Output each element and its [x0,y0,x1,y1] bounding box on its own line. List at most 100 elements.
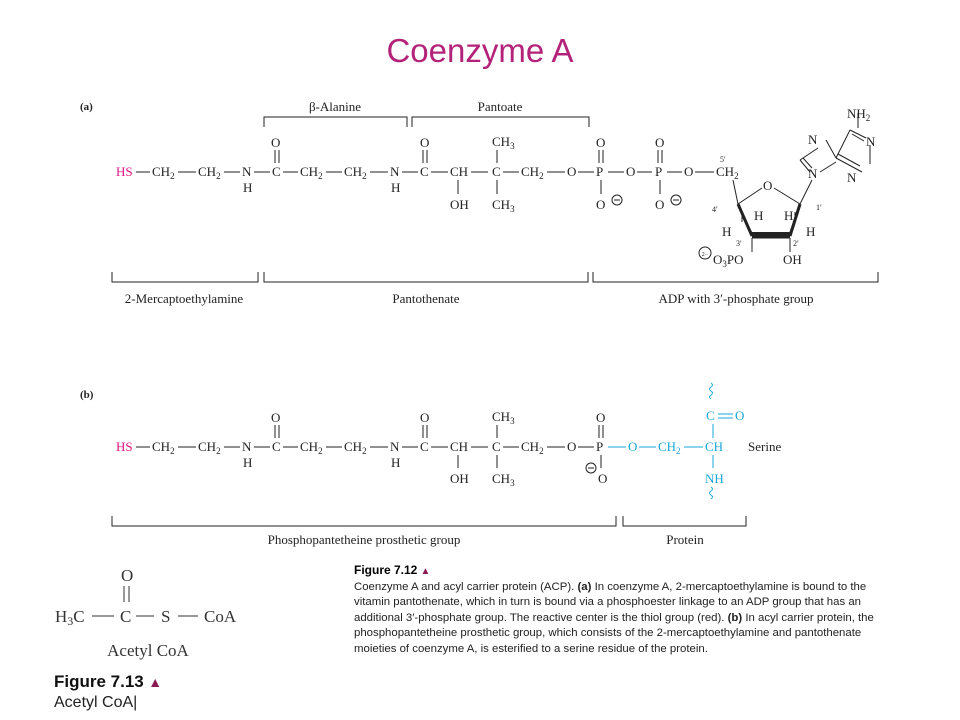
phosphate-o-bottom-b: O [598,471,607,486]
acetyl-carbonyl-c: C [120,607,131,626]
pos-5prime: 5′ [720,155,726,164]
ch2-3: CH2 [300,164,323,181]
phosphate-p-b: P [596,439,603,454]
panel-a: (a) β-Alanine Pantoate HS CH2 CH2 N H C … [80,99,879,306]
ester-o-b: O [567,439,576,454]
pos-1prime: 1′ [816,203,822,212]
carbonyl-o-1: O [271,135,280,150]
ch2-5: CH2 [521,164,544,181]
ester-o-1: O [567,164,576,179]
methyl-top: CH3 [492,134,515,151]
amide-h-b2: H [391,455,400,470]
ring-oxygen: O [763,178,772,193]
ring-h-2: H [784,208,793,223]
carbonyl-o-b2: O [420,410,429,425]
triangle-icon: ▲ [420,566,431,577]
panel-b-label: (b) [80,389,94,401]
triangle-icon: ▲ [148,674,163,690]
serine-nh: NH [705,471,724,486]
phosphate-p-1: P [596,164,603,179]
charge-2minus: 2− [702,252,709,258]
serine-label: Serine [748,439,781,454]
bracket-beta-alanine [263,116,408,127]
carbonyl-o-2: O [420,135,429,150]
hydroxyl-2prime: OH [783,252,802,267]
carbonyl-c-b1: C [272,439,281,454]
serine-residue: O CH2 CH C O NH [608,382,744,500]
adenine-n9: N [808,166,818,181]
segment-brackets-a [111,272,879,283]
methyl-bottom-b: CH3 [492,471,515,488]
bracket-label-pantoate: Pantoate [478,99,523,114]
bracket-pantoate [411,116,590,127]
ch2-5prime: CH2 [716,164,739,181]
acetyl-coa-name: Acetyl CoA [107,641,189,660]
phosphate-3prime: O3PO [713,252,744,269]
hydroxyl-oh: OH [450,197,469,212]
hydroxyl-oh-b: OH [450,471,469,486]
ch2-2: CH2 [198,164,221,181]
phosphate-o-bottom-1: O [596,197,605,212]
quaternary-c-b: C [492,439,501,454]
ch2-1: CH2 [152,164,175,181]
ring-h-4: H [722,224,731,239]
acetyl-o: O [121,566,133,585]
amide-n-1: N [242,164,252,179]
pos-2prime: 2′ [793,239,799,248]
bridge-o: O [626,164,635,179]
carbonyl-c-1: C [272,164,281,179]
carbonyl-c-2: C [420,164,429,179]
quaternary-c: C [492,164,501,179]
phosphate-o-top-2: O [655,135,664,150]
thiol-group: HS [116,164,133,179]
adenine-n1: N [866,134,876,149]
ring-h-3: H [754,208,763,223]
figure-7-12-caption: Figure 7.12 ▲ Coenzyme A and acyl carrie… [354,563,874,655]
amide-n-b2: N [390,439,400,454]
ch2-b5: CH2 [521,439,544,456]
acetyl-coa-structure: O H3C C S CoA Acetyl CoA [55,566,237,660]
bracket-label-beta-alanine: β-Alanine [309,99,361,114]
adenine-ring [799,113,871,173]
figure-7-13-label: Figure 7.13 [54,672,144,691]
acetyl-coa-group: CoA [204,607,237,626]
serine-carbonyl-o: O [735,408,744,423]
carbonyl-o-b1: O [271,410,280,425]
amide-h-1: H [243,180,252,195]
amide-n-b1: N [242,439,252,454]
acetyl-s: S [161,607,170,626]
segment-adp: ADP with 3′-phosphate group [658,291,813,306]
carbonyl-c-b2: C [420,439,429,454]
serine-alpha-ch: CH [705,439,723,454]
methyl-top-b: CH3 [492,409,515,426]
phosphate-o-top-1: O [596,135,605,150]
amino-nh2: NH2 [847,106,870,123]
amide-n-2: N [390,164,400,179]
serine-o: O [628,439,637,454]
ring-h-1: H [806,224,815,239]
adenine-n3: N [847,170,857,185]
phosphate-o-bottom-2: O [655,197,664,212]
ch2-b3: CH2 [300,439,323,456]
serine-carbonyl-c: C [706,408,715,423]
panel-a-label: (a) [80,101,93,113]
figure-7-13-caption: Figure 7.13 ▲ Acetyl CoA| [54,672,162,712]
thiol-group-b: HS [116,439,133,454]
panel-b: (b) HS CH2 CH2 N H C O CH2 CH2 N H C O C… [80,382,781,547]
acetyl-methyl: H3C [55,607,85,628]
ch2-b2: CH2 [198,439,221,456]
methyl-bottom: CH3 [492,197,515,214]
adenine-n7: N [808,132,818,147]
figure-7-12-label: Figure 7.12 [354,563,418,577]
segment-brackets-b [111,516,747,527]
amide-h-b1: H [243,455,252,470]
phosphate-p-2: P [655,164,662,179]
ester-o-2: O [684,164,693,179]
pos-3prime: 3′ [736,239,742,248]
pos-4prime: 4′ [712,205,718,214]
ch2-b1: CH2 [152,439,175,456]
ch-hydroxyl-b: CH [450,439,468,454]
phosphate-o-top-b: O [596,410,605,425]
segment-pantothenate: Pantothenate [392,291,459,306]
